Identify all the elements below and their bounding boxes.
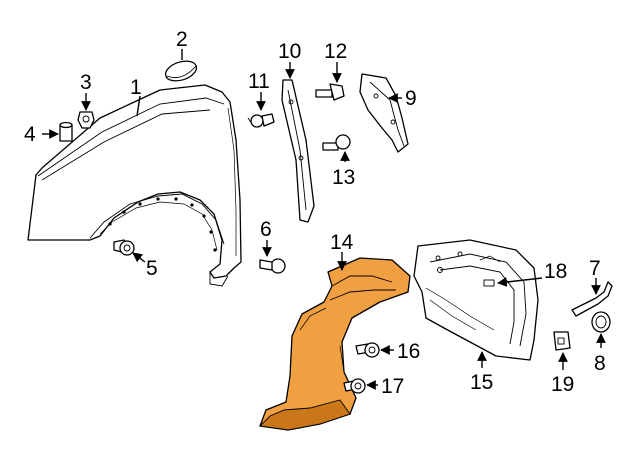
rod-7-part: [571, 278, 613, 317]
callout-9: 9: [405, 87, 417, 110]
callout-7: 7: [589, 257, 601, 280]
bolt-12-part: [315, 62, 345, 101]
callout-6: 6: [260, 218, 272, 241]
leader-1: [136, 95, 141, 117]
callout-labels: 1 2 3 4 5 6 7 8 9 10 11 12 13 14 15 16 1…: [24, 28, 606, 398]
plug-part: [164, 49, 198, 82]
bracket-9-part: [359, 73, 409, 153]
fender-part: [27, 84, 242, 287]
callout-17: 17: [381, 375, 404, 398]
seal-strip-part: [281, 62, 315, 223]
bolt-13-part: [322, 134, 351, 162]
callout-18: 18: [544, 260, 567, 283]
callout-13: 13: [332, 166, 355, 189]
wheelhouse-liner-part: [259, 252, 411, 431]
callout-14: 14: [330, 231, 354, 254]
clip-nut-part: [77, 93, 95, 129]
inner-wheelhouse-part: [413, 239, 543, 368]
push-rivet-part: [259, 240, 286, 274]
clip-19-part: [553, 331, 571, 370]
leader-18: [497, 277, 543, 287]
callout-19: 19: [551, 373, 574, 396]
callout-5: 5: [146, 257, 158, 280]
callout-16: 16: [397, 340, 420, 363]
callout-11: 11: [248, 70, 270, 93]
screw-16-part: [355, 342, 394, 358]
screw-5-part: [113, 239, 146, 263]
screw-17-part: [343, 378, 378, 394]
callout-15: 15: [470, 371, 493, 394]
callout-12: 12: [324, 40, 347, 63]
grommet-8-part: [591, 311, 611, 348]
callout-3: 3: [80, 71, 92, 94]
callout-4: 4: [24, 123, 36, 146]
clip-11-part: [247, 92, 275, 128]
callout-10: 10: [278, 40, 301, 63]
callout-1: 1: [130, 76, 142, 99]
callout-8: 8: [594, 352, 606, 375]
spacer-part: [42, 121, 73, 142]
callout-2: 2: [176, 28, 188, 51]
